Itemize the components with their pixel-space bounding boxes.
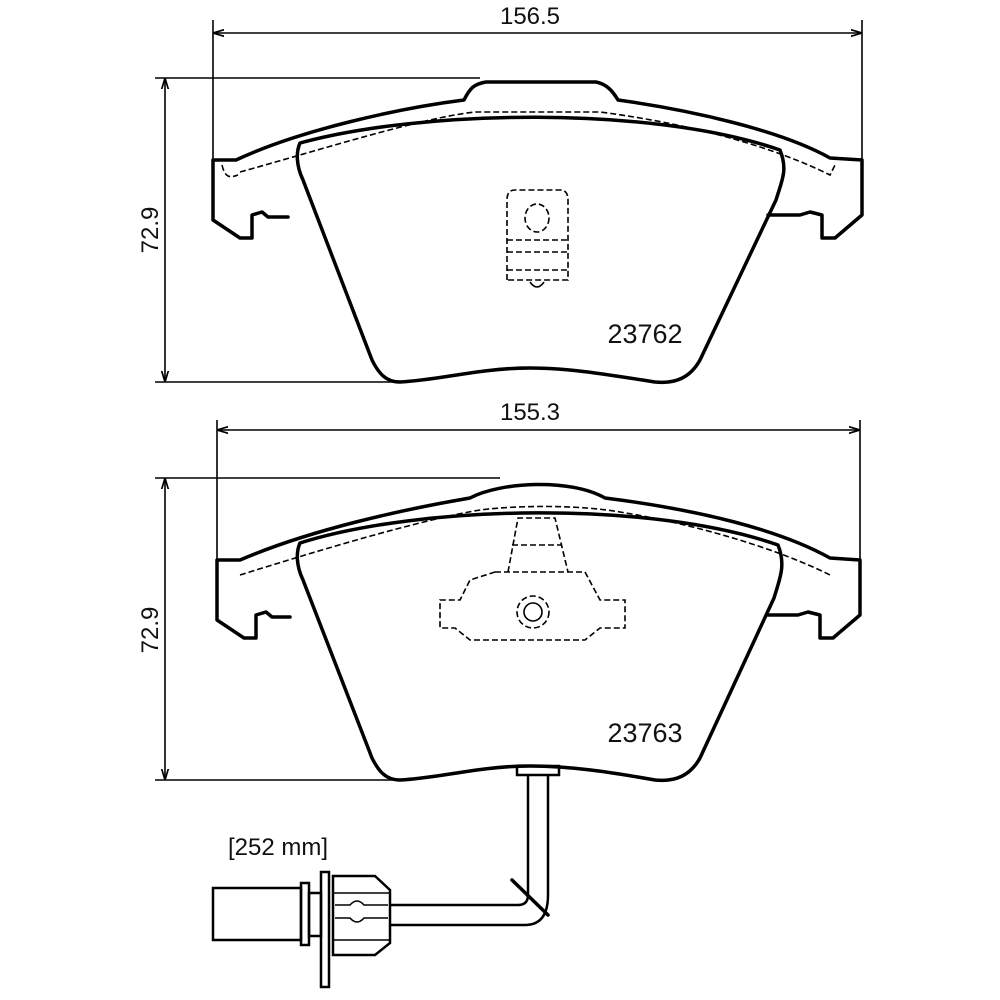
height-dimension xyxy=(155,477,500,781)
backing-plate-outline xyxy=(215,482,862,640)
width-dimension xyxy=(216,420,861,600)
hidden-edge xyxy=(239,505,831,576)
width-dimension-label: 156.5 xyxy=(500,3,560,30)
wire-length-label: [252 mm] xyxy=(228,834,328,861)
clip-feature xyxy=(506,189,569,288)
sensor-connector xyxy=(211,870,392,989)
clip-feature xyxy=(439,517,626,641)
brake-pad-23762: 23762 156.5 72.9 xyxy=(137,3,864,385)
height-dimension-label: 72.9 xyxy=(137,607,164,654)
part-number-label: 23762 xyxy=(607,319,682,349)
wear-sensor: [252 mm] xyxy=(211,764,561,989)
height-dimension xyxy=(155,77,480,383)
backing-plate-outline xyxy=(211,80,864,240)
width-dimension-label: 155.3 xyxy=(500,399,560,426)
width-dimension xyxy=(212,20,863,200)
friction-pad-outline xyxy=(295,115,786,385)
height-dimension-label: 72.9 xyxy=(137,207,164,254)
brake-pad-23763: 23763 155.3 72.9 xyxy=(137,399,862,783)
part-number-label: 23763 xyxy=(607,718,682,748)
hidden-edge xyxy=(221,111,836,178)
friction-pad-outline xyxy=(295,511,784,783)
